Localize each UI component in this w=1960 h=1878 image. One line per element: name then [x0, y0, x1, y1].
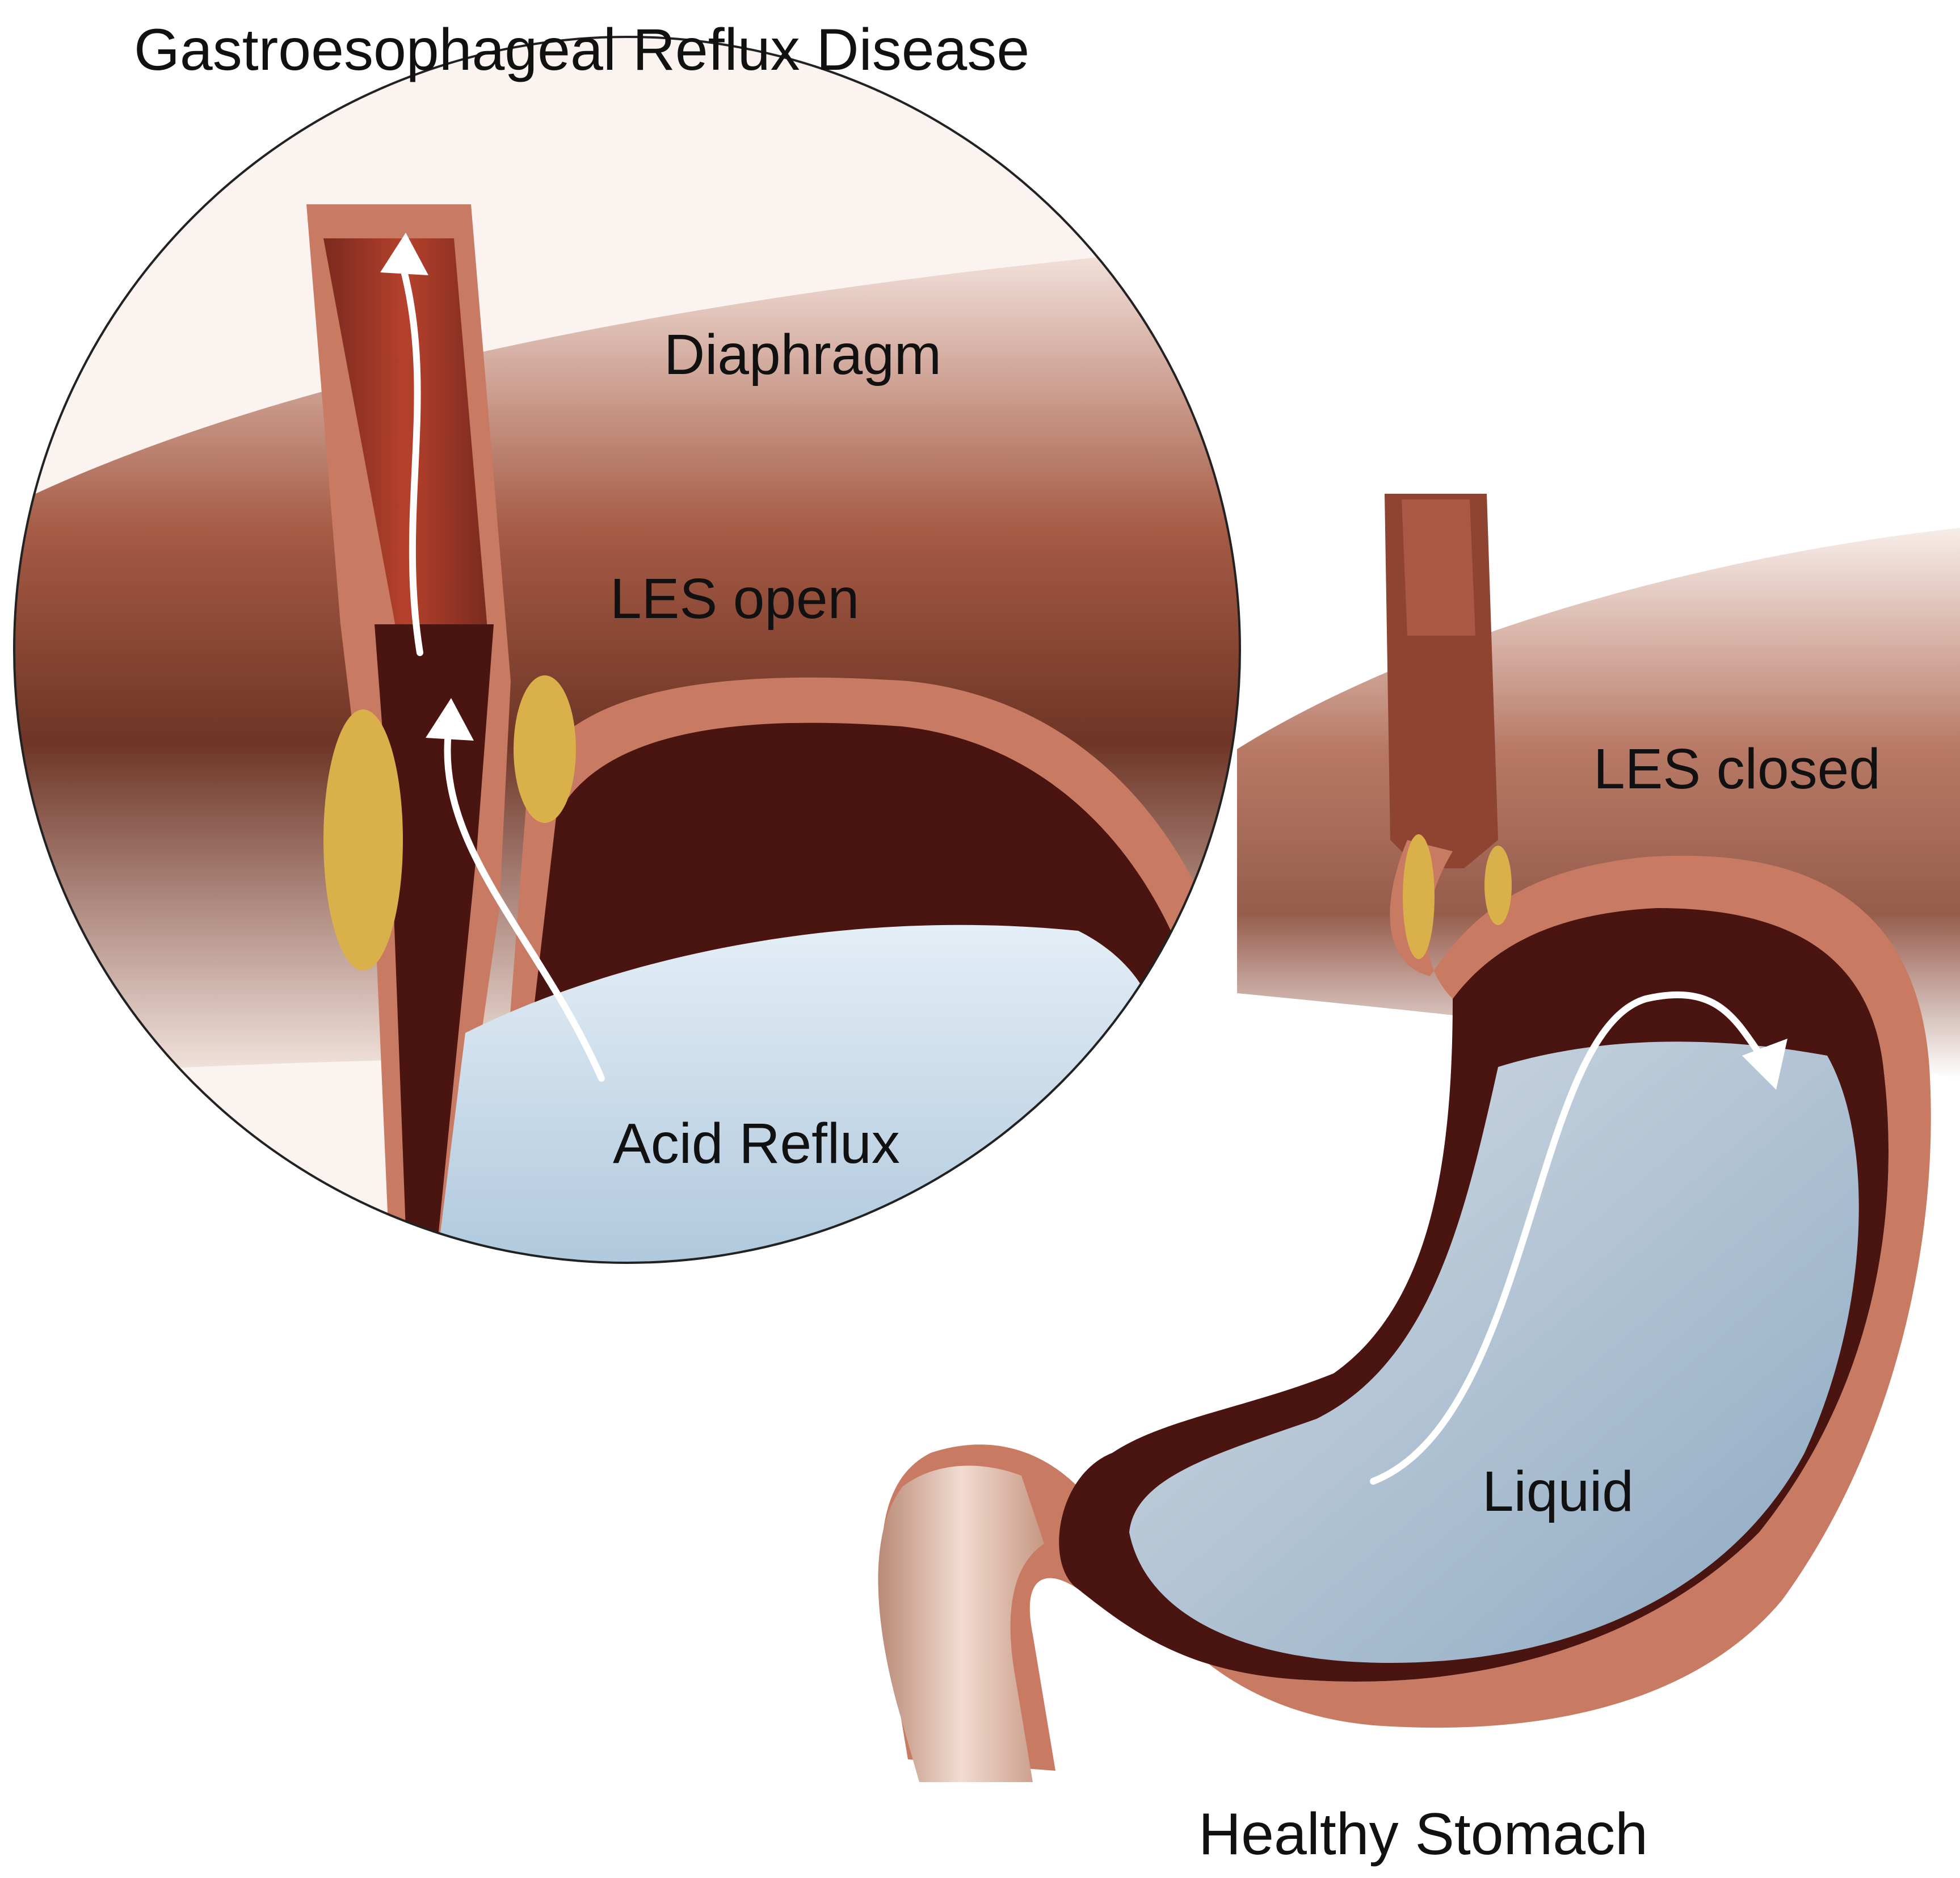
- reflux-arrow-long: [399, 263, 423, 656]
- label-acid-reflux: Acid Reflux: [613, 1112, 900, 1175]
- reflux-arrowhead-lower: [426, 698, 474, 741]
- label-les-closed: LES closed: [1593, 737, 1881, 801]
- gerd-circle-border: [13, 36, 1241, 1264]
- liquid-flow-arrow: [1370, 991, 1768, 1485]
- title-healthy-stomach: Healthy Stomach: [1198, 1801, 1648, 1867]
- title-gerd: Gastroesophageal Reflux Disease: [134, 17, 1030, 83]
- label-diaphragm: Diaphragm: [664, 323, 942, 386]
- label-liquid: Liquid: [1482, 1460, 1634, 1523]
- fat-deposit-right: [514, 675, 576, 823]
- duodenum: [878, 1465, 1044, 1782]
- liquid-right: [1129, 1041, 1859, 1663]
- liquid-flow-arrowhead: [1742, 1039, 1787, 1090]
- healthy-stomach-group: [878, 494, 1960, 1782]
- fat-deposit-left: [323, 709, 403, 970]
- reflux-arrowhead-top: [380, 233, 428, 275]
- reflux-arrow-lower: [444, 729, 605, 1082]
- label-les-open: LES open: [610, 567, 860, 631]
